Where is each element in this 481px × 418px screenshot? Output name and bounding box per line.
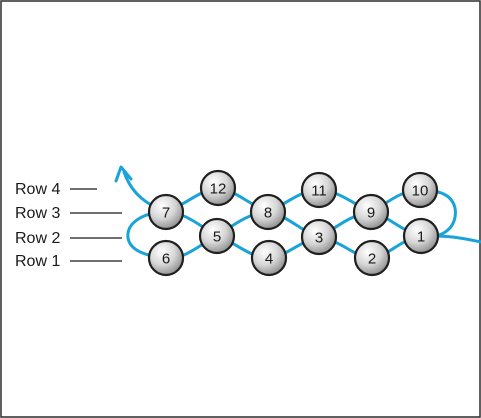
bead-11-label: 11 [311,183,327,200]
bead-1-label: 1 [417,229,425,246]
bead-12-label: 12 [210,181,227,198]
bead-7-label: 7 [162,205,170,222]
bead-4-label: 4 [265,251,273,268]
bead-3: 3 [300,218,338,256]
thread-arrowhead [114,165,133,183]
row-label-2: Row 2 [15,230,60,247]
bead-8-label: 8 [264,205,272,222]
bead-2: 2 [353,239,391,277]
beads: 1 2 3 4 5 6 7 8 [147,169,440,277]
bead-4: 4 [250,239,288,277]
row-labels: Row 4 Row 3 Row 2 Row 1 [15,181,122,270]
bead-9: 9 [352,193,390,231]
bead-7: 7 [147,193,185,231]
thread [114,165,481,260]
bead-8: 8 [249,193,287,231]
thread-path [122,170,481,260]
bead-5-label: 5 [213,229,221,246]
bead-10-label: 10 [412,183,429,200]
bead-6: 6 [147,239,185,277]
bead-9-label: 9 [367,205,375,222]
bead-2-label: 2 [368,251,376,268]
row-label-3: Row 3 [15,205,60,222]
bead-5: 5 [198,217,236,255]
row-label-4: Row 4 [15,181,60,198]
bead-1: 1 [402,217,440,255]
bead-6-label: 6 [162,251,170,268]
bead-12: 12 [199,169,237,207]
bead-3-label: 3 [315,230,323,247]
bead-10: 10 [401,171,439,209]
bead-11: 11 [300,171,338,209]
row-label-1: Row 1 [15,253,60,270]
